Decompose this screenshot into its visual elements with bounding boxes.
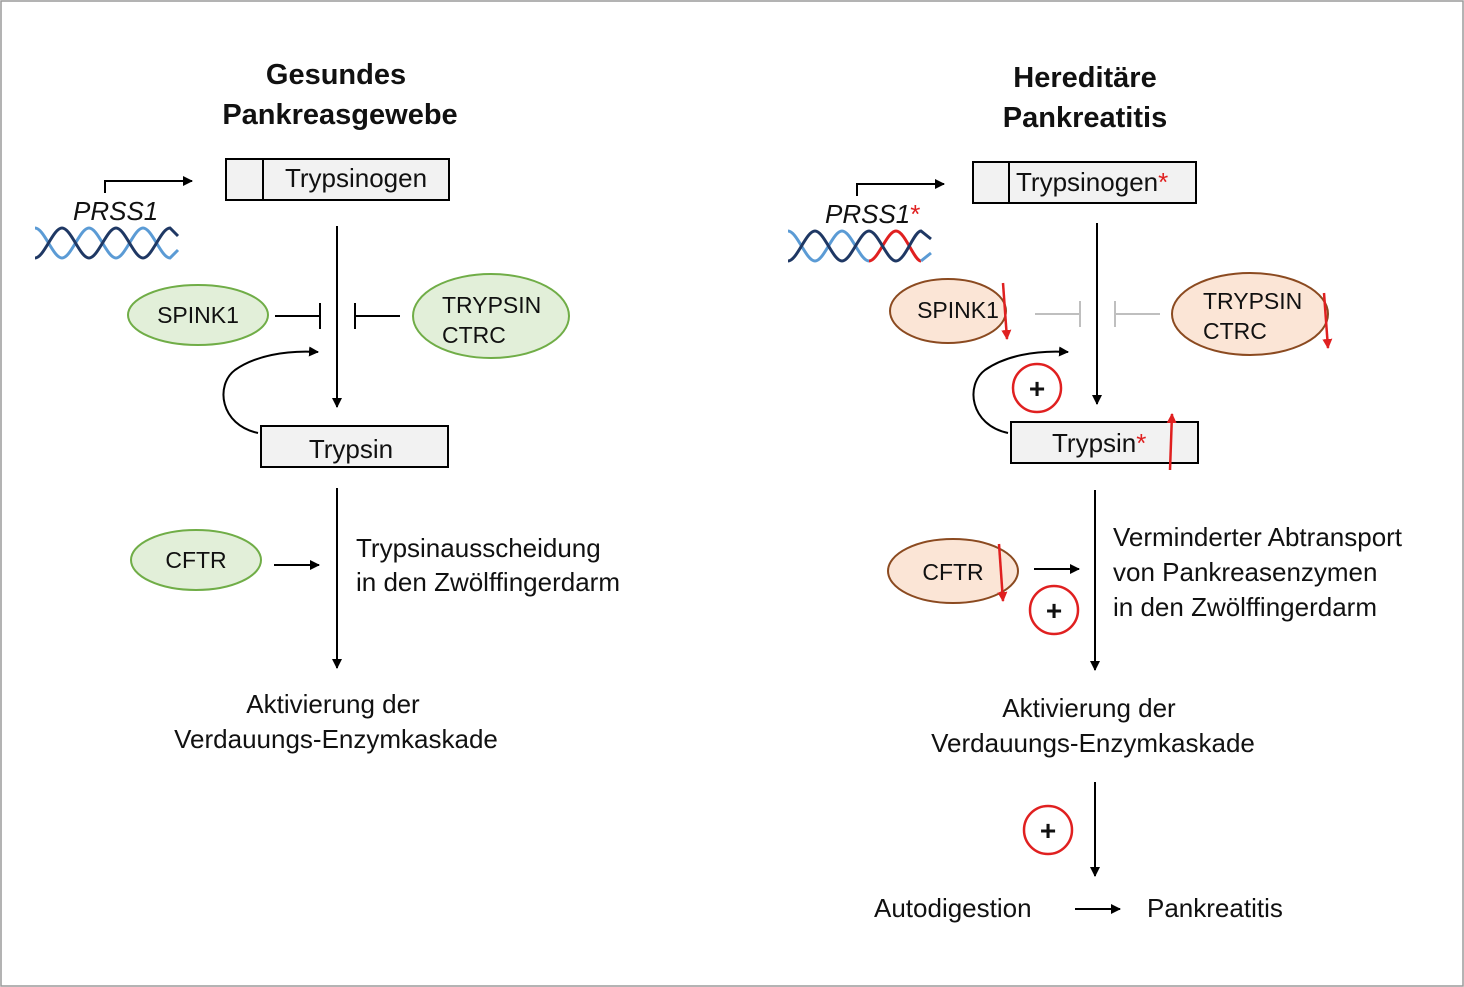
healthy-cftr-node: CFTR xyxy=(130,529,262,591)
healthy-panel: Gesundes Pankreasgewebe PRSS1 Trypsinoge… xyxy=(34,59,620,754)
healthy-trypsinogen-box: Trypsinogen xyxy=(225,158,450,201)
disease-autoactivation-plus: + xyxy=(1011,362,1063,414)
healthy-spink1-inhibition xyxy=(275,303,321,329)
disease-transport-line2: von Pankreasenzymen xyxy=(1113,557,1377,587)
healthy-trypsin-label: Trypsin xyxy=(309,434,393,464)
disease-transport-line3: in den Zwölffingerdarm xyxy=(1113,592,1377,622)
disease-trypsin-label: Trypsin* xyxy=(1052,428,1146,458)
disease-activation-line1: Aktivierung der xyxy=(1002,693,1176,723)
disease-spink1-decrease-arrow xyxy=(1001,282,1012,340)
healthy-title-line2: Pankreasgewebe xyxy=(222,99,457,131)
disease-dna-helix-icon xyxy=(787,229,932,263)
healthy-cftr-label: CFTR xyxy=(165,547,226,573)
healthy-trypsinogen-label: Trypsinogen xyxy=(285,163,427,193)
disease-trypsinogen-mutation-mark: * xyxy=(1158,167,1168,197)
disease-title-line1: Hereditäre xyxy=(1013,62,1156,94)
disease-ctrc-label: CTRC xyxy=(1203,318,1267,344)
healthy-spink1-node: SPINK1 xyxy=(127,284,269,346)
disease-trypsin-ctrc-node: TRYPSIN CTRC xyxy=(1171,272,1329,356)
disease-spink1-label: SPINK1 xyxy=(917,297,999,323)
disease-spink1-node: SPINK1 xyxy=(889,278,1007,344)
healthy-activation-line1: Aktivierung der xyxy=(246,689,420,719)
healthy-trypsin-inhib-label: TRYPSIN xyxy=(442,292,541,318)
healthy-promoter-arrow xyxy=(104,176,193,193)
healthy-trypsin-ctrc-node: TRYPSIN CTRC xyxy=(412,273,570,359)
healthy-autoactivation-loop xyxy=(222,346,319,434)
disease-cftr-decrease-arrow xyxy=(997,543,1008,602)
healthy-excretion-line1: Trypsinausscheidung xyxy=(356,533,601,563)
disease-cftr-plus-sign: + xyxy=(1046,595,1062,626)
disease-autodigestion-label: Autodigestion xyxy=(874,893,1032,923)
healthy-title-line1: Gesundes xyxy=(266,59,406,91)
disease-pancreatitis-label: Pankreatitis xyxy=(1147,893,1283,923)
disease-cascade-plus: + xyxy=(1022,804,1074,856)
disease-autoactivation-plus-sign: + xyxy=(1029,373,1045,404)
disease-transport-line1: Verminderter Abtransport xyxy=(1113,522,1403,552)
disease-cftr-node: CFTR xyxy=(887,538,1019,604)
healthy-dna-helix-icon xyxy=(34,226,180,260)
disease-gene-label: PRSS1* xyxy=(825,199,920,229)
disease-autoactivation-loop xyxy=(972,346,1069,434)
disease-trypsinogen-box: Trypsinogen* xyxy=(972,161,1197,204)
healthy-gene-label: PRSS1 xyxy=(73,196,158,226)
disease-trypsin-ctrc-decrease-arrow xyxy=(1322,292,1333,349)
disease-trypsin-inhib-label: TRYPSIN xyxy=(1203,288,1302,314)
disease-cascade-plus-sign: + xyxy=(1040,815,1056,846)
disease-trypsin-mutation-mark: * xyxy=(1136,428,1146,458)
disease-cftr-label: CFTR xyxy=(922,559,983,585)
disease-trypsin-increase-arrow xyxy=(1166,413,1177,471)
disease-panel: Hereditäre Pankreatitis PRSS1* Trypsinog… xyxy=(787,62,1403,923)
disease-title-line2: Pankreatitis xyxy=(1003,102,1167,134)
healthy-trypsin-ctrc-inhibition xyxy=(354,303,400,329)
disease-trypsinogen-label: Trypsinogen* xyxy=(1016,167,1168,197)
disease-cftr-plus: + xyxy=(1028,584,1080,636)
disease-activation-line2: Verdauungs-Enzymkaskade xyxy=(931,728,1255,758)
disease-spink1-weak-inhibition xyxy=(1035,301,1081,327)
healthy-ctrc-label: CTRC xyxy=(442,322,506,348)
healthy-excretion-line2: in den Zwölffingerdarm xyxy=(356,567,620,597)
disease-trypsin-ctrc-weak-inhibition xyxy=(1114,301,1160,327)
healthy-trypsin-box: Trypsin xyxy=(260,425,449,468)
disease-gene-mutation-mark: * xyxy=(910,199,920,229)
healthy-activation-line2: Verdauungs-Enzymkaskade xyxy=(174,724,498,754)
healthy-spink1-label: SPINK1 xyxy=(157,302,239,328)
disease-trypsin-box: Trypsin* xyxy=(1010,421,1199,464)
disease-promoter-arrow xyxy=(856,179,945,196)
